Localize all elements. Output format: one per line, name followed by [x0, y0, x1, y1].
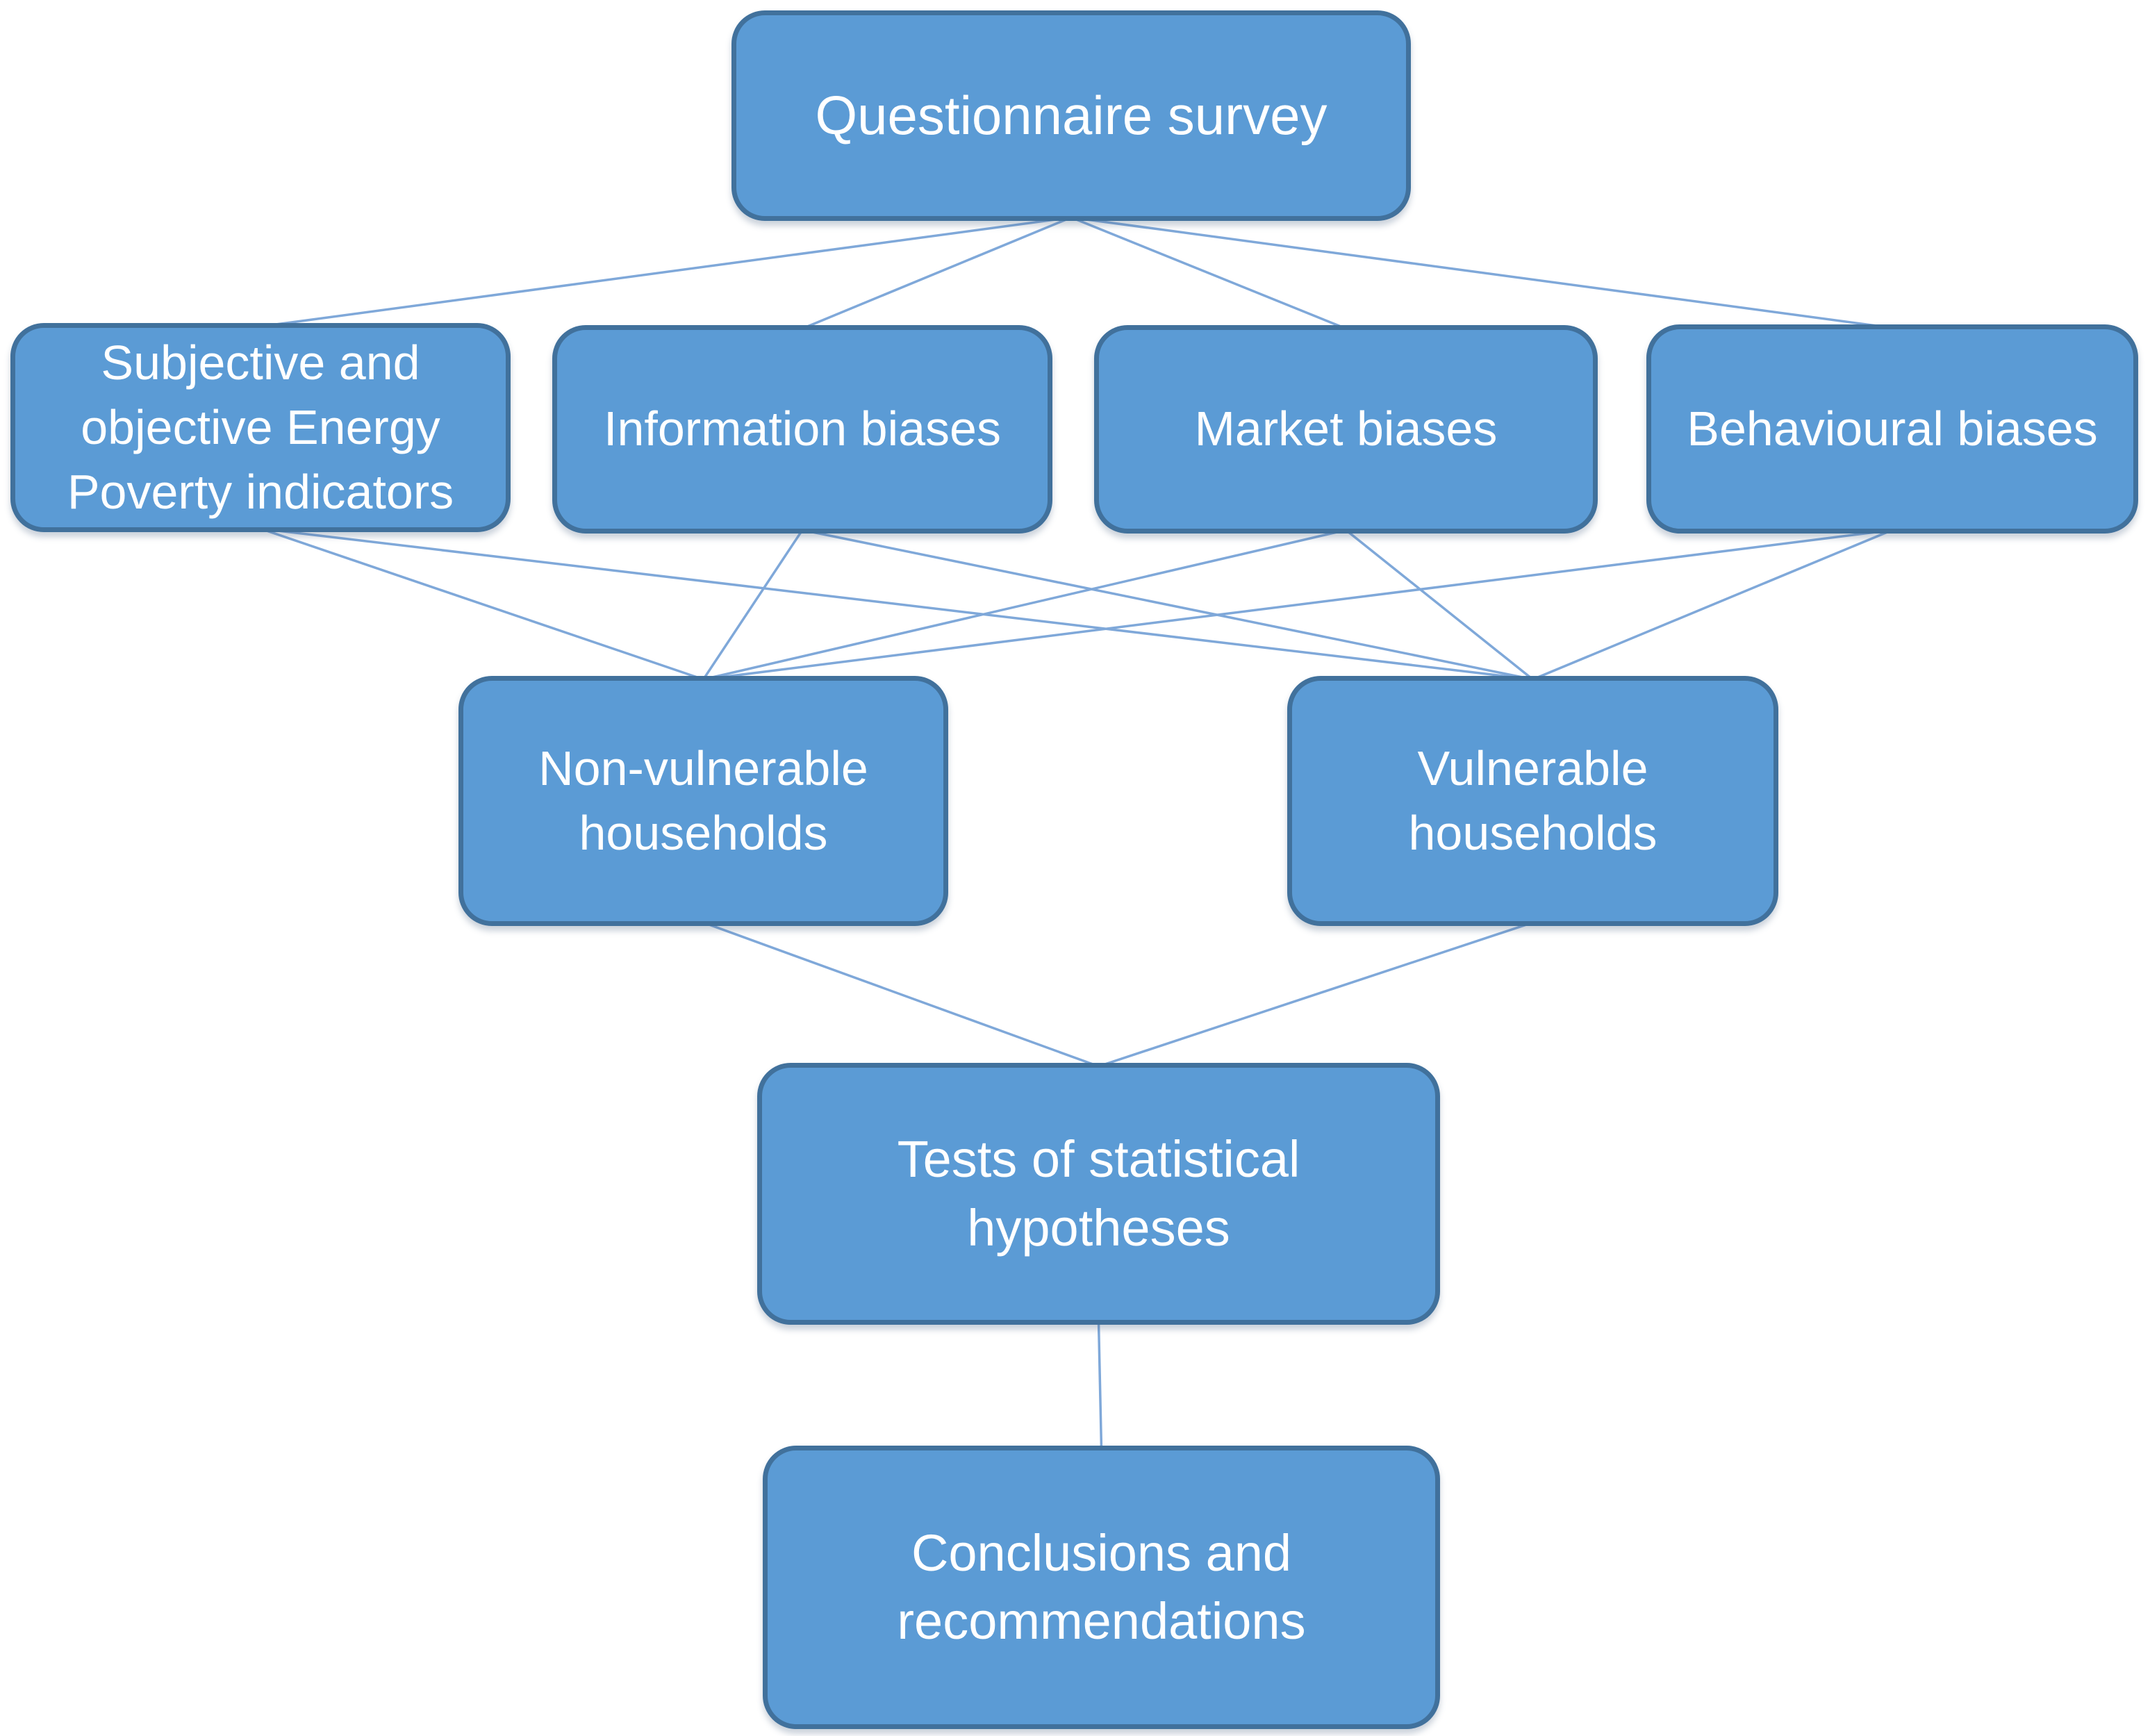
node-non-vulnerable-households: Non-vulnerable households	[458, 676, 948, 926]
node-market-biases: Market biases	[1094, 325, 1598, 534]
node-label: Market biases	[1194, 402, 1498, 456]
connector-line	[802, 216, 1072, 330]
node-label: Questionnaire survey	[815, 84, 1328, 146]
connector-line	[1097, 1321, 1103, 1450]
connector-line	[802, 529, 1533, 681]
node-conclusions-recommendations: Conclusions and recommendations	[763, 1446, 1440, 1729]
node-vulnerable-households: Vulnerable households	[1287, 676, 1778, 926]
connector-line	[1345, 529, 1534, 681]
connector-line	[703, 529, 1893, 681]
node-label: Vulnerable households	[1408, 741, 1657, 860]
node-label: Tests of statistical hypotheses	[897, 1130, 1300, 1257]
connector-line	[260, 527, 704, 681]
node-statistical-tests: Tests of statistical hypotheses	[757, 1063, 1440, 1325]
node-label: Behavioural biases	[1687, 401, 2098, 456]
connector-line	[1070, 216, 1347, 330]
connector-line	[1098, 921, 1534, 1068]
node-label: Subjective and objective Energy Poverty …	[67, 335, 454, 520]
connector-line	[260, 216, 1072, 328]
connector-line	[260, 527, 1533, 681]
connector-line	[702, 529, 804, 680]
connector-line	[1532, 529, 1893, 681]
node-energy-poverty-indicators: Subjective and objective Energy Poverty …	[10, 323, 511, 532]
node-behavioural-biases: Behavioural biases	[1646, 324, 2138, 534]
node-label: Information biases	[604, 402, 1001, 456]
node-label: Non-vulnerable households	[538, 741, 868, 860]
node-label: Conclusions and recommendations	[897, 1523, 1306, 1650]
connector-line	[702, 921, 1100, 1068]
connector-line	[703, 529, 1346, 681]
node-questionnaire-survey: Questionnaire survey	[731, 10, 1411, 221]
node-information-biases: Information biases	[552, 325, 1052, 534]
connector-line	[1070, 216, 1893, 329]
